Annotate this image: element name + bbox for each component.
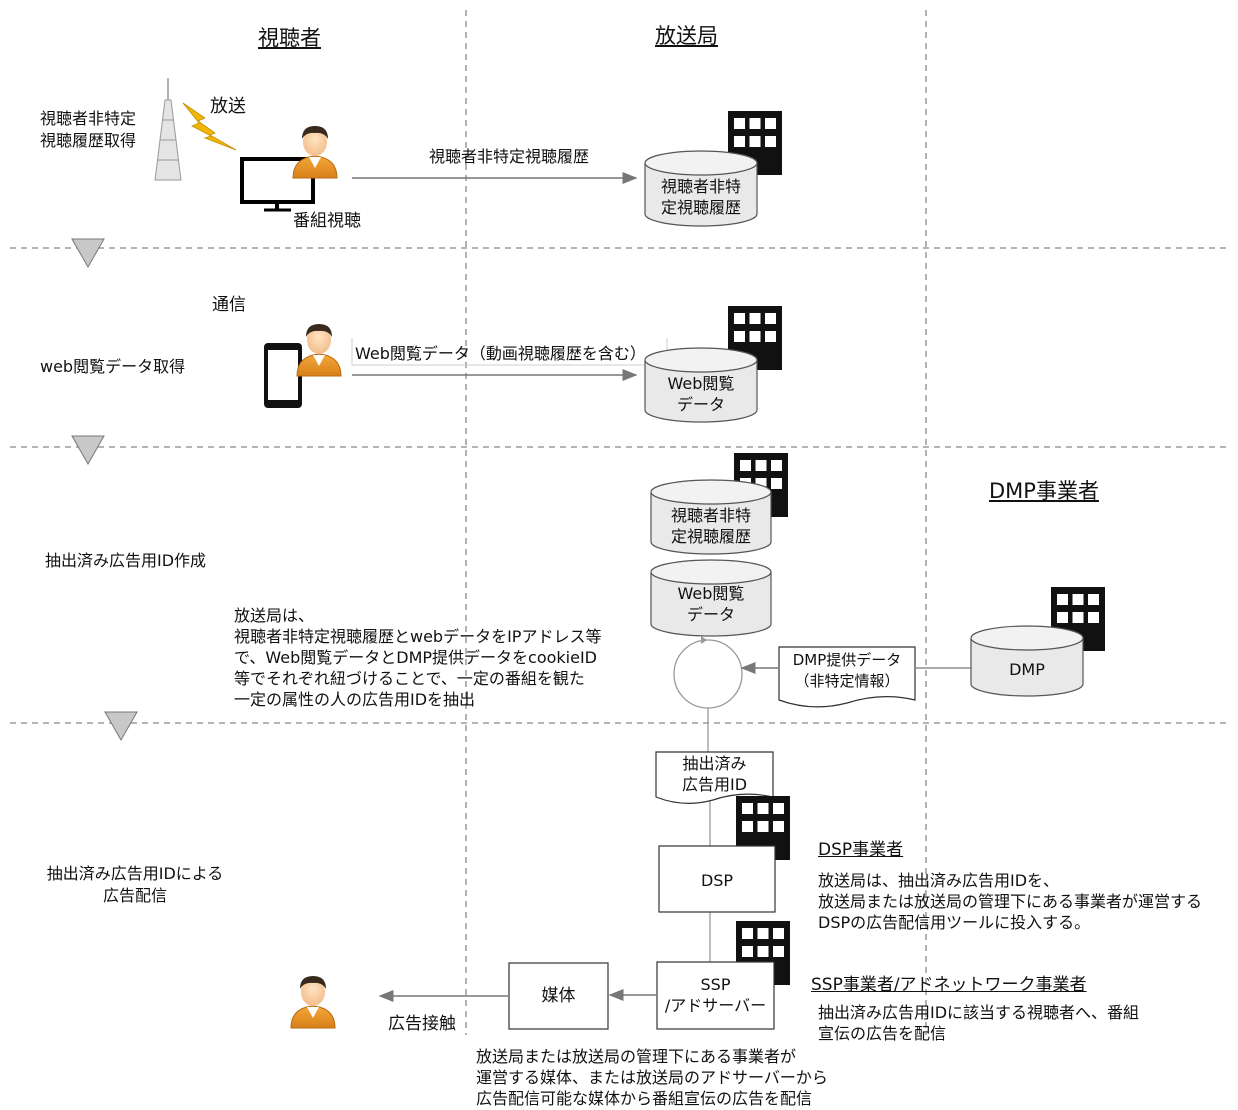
ssp-description: 抽出済み広告用IDに該当する視聴者へ、番組 宣伝の広告を配信 xyxy=(818,1003,1140,1043)
step4-label: 抽出済み広告用IDによる広告配信 xyxy=(46,864,224,905)
communication-label: 通信 xyxy=(212,295,246,315)
tokyo-tower-icon xyxy=(154,78,182,181)
database-cylinder-icon xyxy=(644,150,758,227)
ssp-box xyxy=(656,961,775,1030)
dmp-document-shape xyxy=(778,646,916,708)
ssp-box-label: SSP/アドサーバー xyxy=(664,975,767,1015)
db-viewing-history-label-2: 視聴者非特定視聴履歴 xyxy=(670,506,751,546)
extraction-note: 放送局は、 視聴者非特定視聴履歴とwebデータをIPアドレス等 で、Web閲覧デ… xyxy=(234,606,602,709)
lightning-bolt-icon xyxy=(182,102,237,151)
media-box-label: 媒体 xyxy=(541,986,576,1006)
tv-monitor-icon xyxy=(240,157,315,212)
step-down-triangle-icon xyxy=(104,711,138,742)
smartphone-icon xyxy=(264,343,302,408)
media-box xyxy=(508,962,609,1030)
db-viewing-history-label: 視聴者非特定視聴履歴 xyxy=(660,177,741,217)
arrow-label-web-data: Web閲覧データ（動画視聴履歴を含む） xyxy=(355,344,646,363)
person-icon xyxy=(292,125,338,179)
database-cylinder-icon xyxy=(650,479,772,555)
cycle-circle-icon xyxy=(673,636,743,709)
extracted-id-label: 抽出済み広告用ID xyxy=(681,754,748,794)
step2-label: web閲覧データ取得 xyxy=(40,357,186,376)
step1-label-line2: 視聴履歴取得 xyxy=(40,131,137,150)
step-down-triangle-icon xyxy=(71,435,105,466)
arrow-label-viewing-history: 視聴者非特定視聴履歴 xyxy=(429,147,590,166)
extracted-id-document xyxy=(655,751,774,804)
media-description: 放送局または放送局の管理下にある事業者が 運営する媒体、または放送局のアドサーバ… xyxy=(476,1047,828,1108)
person-icon xyxy=(290,975,336,1029)
dsp-title: DSP事業者 xyxy=(818,840,904,860)
person-icon xyxy=(296,323,342,377)
step1-label-line1: 視聴者非特定 xyxy=(40,109,137,128)
ad-contact-label: 広告接触 xyxy=(388,1014,456,1034)
database-cylinder-icon xyxy=(644,347,758,423)
db-web-data-label-2: Web閲覧データ xyxy=(677,584,745,624)
database-cylinder-icon xyxy=(970,625,1084,697)
column-header-dmp: DMP事業者 xyxy=(989,479,1099,503)
dmp-provided-data-label: DMP提供データ（非特定情報） xyxy=(792,651,902,690)
step-down-triangle-icon xyxy=(71,238,105,269)
watch-program-label: 番組視聴 xyxy=(293,211,361,231)
dsp-description: 放送局は、抽出済み広告用IDを、 放送局または放送局の管理下にある事業者が運営す… xyxy=(818,871,1203,932)
step3-label: 抽出済み広告用ID作成 xyxy=(45,551,207,570)
column-header-broadcaster: 放送局 xyxy=(655,24,718,48)
dsp-box-label: DSP xyxy=(700,871,734,890)
dsp-box xyxy=(658,845,776,913)
dmp-db-label: DMP xyxy=(1009,660,1045,679)
ssp-title: SSP事業者/アドネットワーク事業者 xyxy=(811,975,1087,995)
database-cylinder-icon xyxy=(650,559,772,637)
column-header-viewer: 視聴者 xyxy=(258,26,321,50)
broadcast-label: 放送 xyxy=(210,96,246,117)
db-web-data-label: Web閲覧データ xyxy=(667,374,735,414)
